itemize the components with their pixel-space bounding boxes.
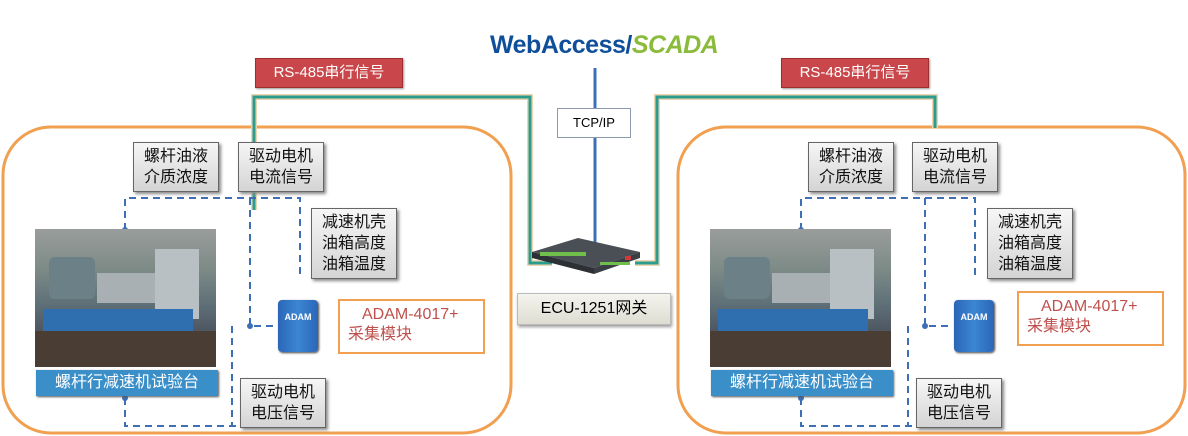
- box-line: 驱动电机: [922, 148, 987, 165]
- adam-line: 采集模块: [348, 326, 413, 343]
- left-adam-module-box: ADAM-4017+ 采集模块: [338, 299, 485, 354]
- left-gearbox-oil-box: 减速机壳 油箱高度 油箱温度: [311, 208, 397, 279]
- logo-part2: SCADA: [631, 31, 719, 59]
- right-test-bench-label: 螺杆行减速机试验台: [711, 370, 893, 396]
- left-test-bench-label: 螺杆行减速机试验台: [36, 370, 218, 396]
- box-line: 螺杆油液: [143, 148, 208, 165]
- box-line: 螺杆油液: [818, 148, 883, 165]
- box-line: 油箱高度: [997, 235, 1062, 252]
- right-dashed-lines: [800, 197, 976, 427]
- box-line: 油箱温度: [321, 256, 386, 273]
- left-motor-current-box: 驱动电机 电流信号: [238, 142, 324, 192]
- box-line: 电压信号: [926, 405, 991, 422]
- right-oil-concentration-box: 螺杆油液 介质浓度: [808, 142, 894, 192]
- left-oil-concentration-box: 螺杆油液 介质浓度: [133, 142, 219, 192]
- adam-line: ADAM-4017+: [362, 306, 459, 323]
- box-line: 电流信号: [922, 169, 987, 186]
- box-line: 电流信号: [248, 169, 313, 186]
- module-brand: ADAM: [284, 312, 312, 322]
- left-adam-module-icon: ADAM: [278, 300, 318, 352]
- right-rs485-badge: RS-485串行信号: [781, 58, 929, 88]
- box-line: 减速机壳: [321, 214, 386, 231]
- left-dashed-lines: [124, 197, 301, 427]
- right-adam-module-box: ADAM-4017+ 采集模块: [1017, 291, 1164, 346]
- left-motor-voltage-box: 驱动电机 电压信号: [240, 378, 326, 428]
- right-adam-module-icon: ADAM: [954, 300, 994, 352]
- right-gearbox-oil-box: 减速机壳 油箱高度 油箱温度: [987, 208, 1073, 279]
- box-line: 驱动电机: [248, 148, 313, 165]
- right-motor-voltage-box: 驱动电机 电压信号: [916, 378, 1002, 428]
- webaccess-scada-logo: WebAccess/SCADA: [490, 30, 719, 60]
- box-line: 油箱温度: [997, 256, 1062, 273]
- box-line: 介质浓度: [143, 169, 208, 186]
- right-panel-border: [676, 125, 1187, 435]
- box-line: 油箱高度: [321, 235, 386, 252]
- box-line: 电压信号: [250, 405, 315, 422]
- tcp-ip-label: TCP/IP: [557, 108, 631, 138]
- box-line: 驱动电机: [250, 384, 315, 401]
- left-rs485-badge: RS-485串行信号: [255, 58, 403, 88]
- module-brand: ADAM: [960, 312, 988, 322]
- left-test-bench-photo: [35, 229, 216, 367]
- right-test-bench-photo: [710, 229, 891, 367]
- adam-line: ADAM-4017+: [1041, 298, 1138, 315]
- box-line: 减速机壳: [997, 214, 1062, 231]
- ecu-gateway-device: [532, 238, 640, 274]
- logo-part1: WebAccess/: [490, 31, 632, 59]
- right-motor-current-box: 驱动电机 电流信号: [912, 142, 998, 192]
- ecu-gateway-label: ECU-1251网关: [517, 293, 671, 325]
- box-line: 介质浓度: [818, 169, 883, 186]
- box-line: 驱动电机: [926, 384, 991, 401]
- adam-line: 采集模块: [1027, 318, 1092, 335]
